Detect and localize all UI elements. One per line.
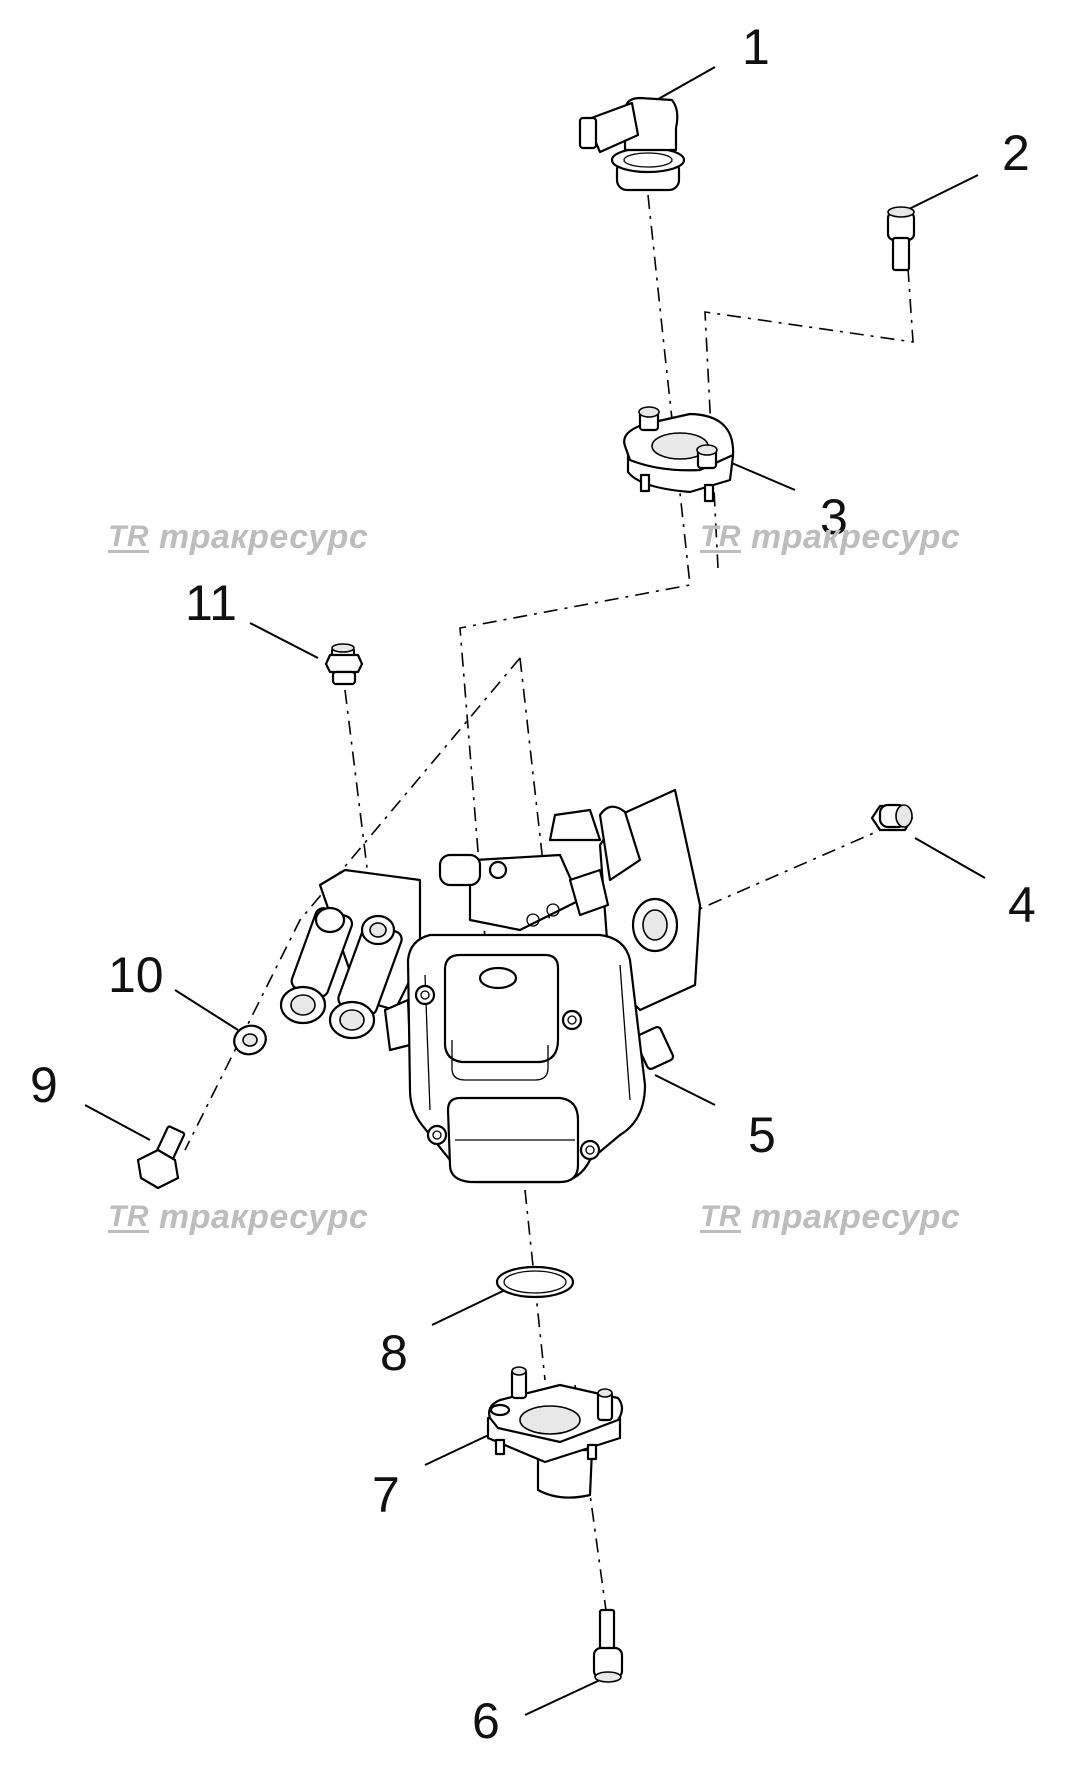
callout-11: 11 — [185, 575, 237, 631]
part-10-washer — [233, 1024, 267, 1056]
watermark-logo-icon: TR — [700, 519, 741, 553]
part-11-fitting — [324, 643, 364, 686]
callout-3: 3 — [820, 489, 848, 545]
part-3-flange — [623, 406, 735, 503]
callout-1: 1 — [742, 19, 770, 75]
part-6-cap-screw — [592, 1608, 624, 1683]
callout-9: 9 — [30, 1057, 58, 1113]
watermark-text: тракресурс — [159, 1198, 369, 1236]
watermark-text: тракресурс — [751, 1198, 961, 1236]
watermark-text: тракресурс — [751, 518, 961, 556]
watermark: TR тракресурс — [700, 1198, 960, 1237]
part-5-pump-assembly — [279, 788, 702, 1184]
watermark: TR тракресурс — [700, 518, 960, 557]
part-4-plug — [870, 803, 914, 832]
watermark-logo-icon: TR — [108, 519, 149, 553]
part-7-flange — [486, 1366, 624, 1499]
part-2-cap-screw — [886, 206, 916, 272]
callout-8: 8 — [380, 1325, 408, 1381]
callout-6: 6 — [472, 1693, 500, 1749]
callout-7: 7 — [372, 1467, 400, 1523]
watermark: TR тракресурс — [108, 1198, 368, 1237]
leader-lines — [84, 66, 986, 1716]
callout-5: 5 — [748, 1107, 776, 1163]
callout-2: 2 — [1002, 125, 1030, 181]
callout-4: 4 — [1008, 877, 1036, 933]
part-8-o-ring — [495, 1265, 575, 1299]
part-1-elbow-fitting — [578, 96, 686, 192]
watermark-logo-icon: TR — [700, 1199, 741, 1233]
watermark-logo-icon: TR — [108, 1199, 149, 1233]
callout-10: 10 — [108, 947, 164, 1003]
watermark: TR тракресурс — [108, 518, 368, 557]
watermark-text: тракресурс — [159, 518, 369, 556]
part-9-hex-bolt — [136, 1125, 186, 1190]
